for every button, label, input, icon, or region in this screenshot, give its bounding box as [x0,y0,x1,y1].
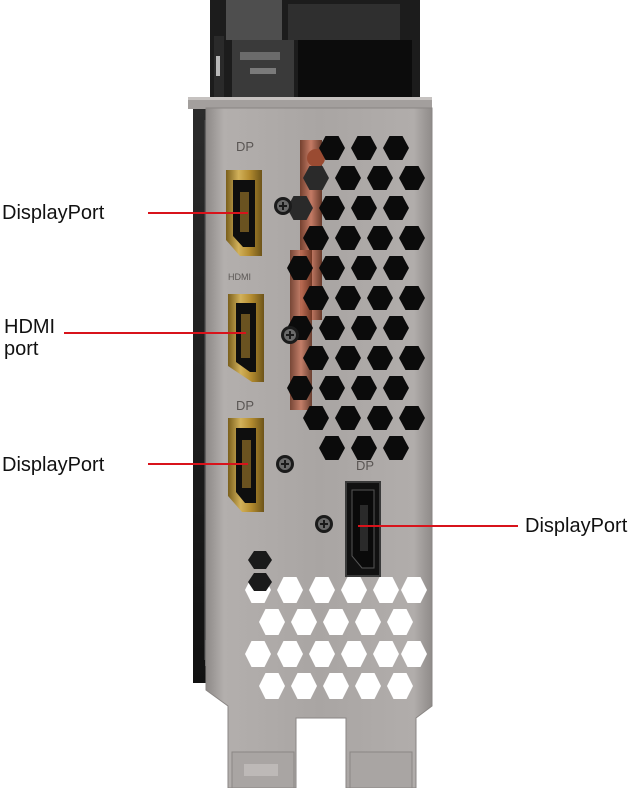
vent-opening [351,316,377,340]
vent-opening [399,286,425,310]
bracket-vent-openings [245,136,427,699]
vent-opening [399,406,425,430]
vent-opening [383,376,409,400]
vent-opening [399,346,425,370]
vent-opening [248,551,272,569]
vent-opening [287,256,313,280]
vent-opening [291,673,317,699]
vent-opening [259,673,285,699]
hdmi-connector [228,294,264,382]
vent-opening [373,577,399,603]
vent-opening [323,609,349,635]
vent-opening [401,577,427,603]
vent-opening [383,256,409,280]
vent-opening [319,136,345,160]
vent-opening [303,226,329,250]
vent-opening [303,166,329,190]
bracket-mark-dp-top: DP [236,139,254,154]
vent-opening [319,376,345,400]
vent-opening [373,641,399,667]
callout-lines [64,212,518,527]
vent-opening [367,286,393,310]
vent-opening [303,286,329,310]
vent-opening [335,406,361,430]
vent-opening [319,316,345,340]
screw-lower [276,455,294,473]
vent-opening [277,577,303,603]
vent-opening [319,256,345,280]
bracket-mark-dp-middle: DP [236,398,254,413]
vent-opening [245,641,271,667]
vent-opening [259,609,285,635]
vent-opening [351,196,377,220]
vent-opening [335,286,361,310]
vent-opening [383,316,409,340]
vent-opening [367,226,393,250]
vent-opening [383,196,409,220]
vent-opening [303,346,329,370]
vent-opening [367,346,393,370]
vent-opening [323,673,349,699]
vent-opening [341,641,367,667]
vent-opening [367,406,393,430]
vent-opening [303,406,329,430]
vent-opening [387,673,413,699]
vent-opening [351,256,377,280]
displayport-right-connector [345,481,381,577]
label-displayport-middle: DisplayPort [2,454,105,476]
vent-opening [335,166,361,190]
bracket-mark-dp-right: DP [356,458,374,473]
vent-opening [383,136,409,160]
label-displayport-right: DisplayPort [525,515,628,537]
vent-opening [319,196,345,220]
screw-top [274,197,292,215]
vent-opening [351,436,377,460]
vent-opening [351,376,377,400]
label-displayport-top: DisplayPort [2,202,105,224]
vent-opening [291,609,317,635]
label-hdmi-port: HDMI port [4,316,56,360]
vent-opening [335,226,361,250]
vent-opening [309,577,335,603]
vent-opening [387,609,413,635]
vent-opening [351,136,377,160]
bracket-top-lip [188,97,432,109]
vent-opening [399,226,425,250]
vent-opening [248,573,272,591]
vent-opening [309,641,335,667]
bracket-mark-hdmi: HDMI [228,272,251,282]
vent-opening [287,196,313,220]
vent-opening [319,436,345,460]
vent-opening [355,609,381,635]
vent-opening [355,673,381,699]
vent-opening [401,641,427,667]
vent-opening [383,436,409,460]
vent-opening [335,346,361,370]
vent-opening [367,166,393,190]
screw-right [315,515,333,533]
vent-opening [277,641,303,667]
vent-opening [341,577,367,603]
vent-opening [399,166,425,190]
screw-middle [281,326,299,344]
gpu-shroud [210,0,420,108]
vent-opening [287,376,313,400]
